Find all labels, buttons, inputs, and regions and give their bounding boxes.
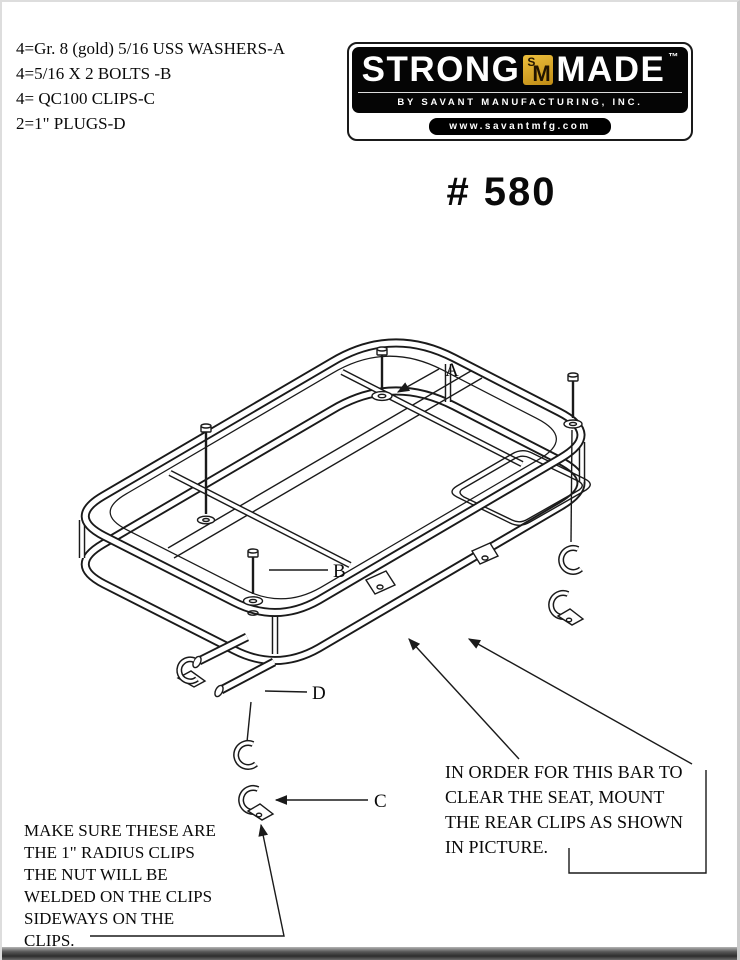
part-labels: A B D C — [264, 360, 459, 812]
rack-platform-bars — [167, 367, 591, 568]
clip-c — [233, 701, 275, 821]
logo-box: STRONG S M MADE ™ BY SAVANT MANUFACTURIN… — [347, 42, 693, 141]
note-left: MAKE SURE THESE ARE THE 1" RADIUS CLIPS … — [24, 820, 216, 952]
brand-made: MADE — [556, 50, 666, 89]
note-left-line: THE 1" RADIUS CLIPS — [24, 843, 195, 862]
logo-tagline: BY SAVANT MANUFACTURING, INC. — [358, 92, 682, 108]
note-right: IN ORDER FOR THIS BAR TO CLEAR THE SEAT,… — [445, 760, 683, 860]
clip-rear-right — [548, 544, 585, 626]
bolt-rear-right — [563, 372, 583, 543]
note-right-line: IN ORDER FOR THIS BAR TO — [445, 762, 683, 782]
label-a: A — [445, 360, 459, 381]
note-left-line: WELDED ON THE CLIPS — [24, 887, 213, 906]
rack-corner-posts — [78, 364, 586, 654]
scan-edge-bar — [2, 947, 737, 960]
note-arrows — [90, 638, 707, 937]
note-right-line: IN PICTURE. — [445, 837, 548, 857]
note-right-line: THE REAR CLIPS AS SHOWN — [445, 812, 684, 832]
bolt-front-left — [196, 423, 216, 525]
bolt-b — [242, 548, 264, 616]
note-left-line: CLIPS. — [24, 931, 75, 950]
clip-front-left — [176, 656, 207, 688]
parts-list-line: 4=Gr. 8 (gold) 5/16 USS WASHERS-A — [16, 39, 286, 58]
rack-lower-rail — [85, 391, 581, 661]
note-right-line: CLEAR THE SEAT, MOUNT — [445, 787, 665, 807]
label-c: C — [374, 791, 387, 812]
label-d: D — [312, 683, 326, 704]
note-left-line: THE NUT WILL BE — [24, 865, 168, 884]
parts-list-line: 4=5/16 X 2 BOLTS -B — [16, 64, 172, 83]
website-strip: www.savantmfg.com — [352, 113, 688, 136]
brand-row: STRONG S M MADE ™ — [358, 52, 682, 87]
logo-panel: STRONG S M MADE ™ BY SAVANT MANUFACTURIN… — [352, 47, 688, 113]
parts-list: 4=Gr. 8 (gold) 5/16 USS WASHERS-A 4=5/16… — [16, 36, 285, 136]
parts-list-line: 2=1" PLUGS-D — [16, 114, 126, 133]
note-left-line: SIDEWAYS ON THE — [24, 909, 175, 928]
brand-strong: STRONG — [361, 50, 521, 89]
sm-monogram-icon: S M — [523, 54, 554, 86]
note-left-line: MAKE SURE THESE ARE — [24, 821, 216, 840]
sm-badge-s: S — [527, 54, 536, 69]
sm-badge-m: M — [532, 60, 551, 86]
mount-brackets — [364, 542, 500, 595]
parts-list-line: 4= QC100 CLIPS-C — [16, 89, 155, 108]
model-number: # 580 — [446, 170, 557, 214]
front-tube-ends — [192, 632, 277, 698]
website-bar: www.savantmfg.com — [429, 118, 611, 135]
trademark: ™ — [668, 52, 679, 63]
label-b: B — [333, 561, 346, 582]
bolt-a — [371, 346, 393, 402]
